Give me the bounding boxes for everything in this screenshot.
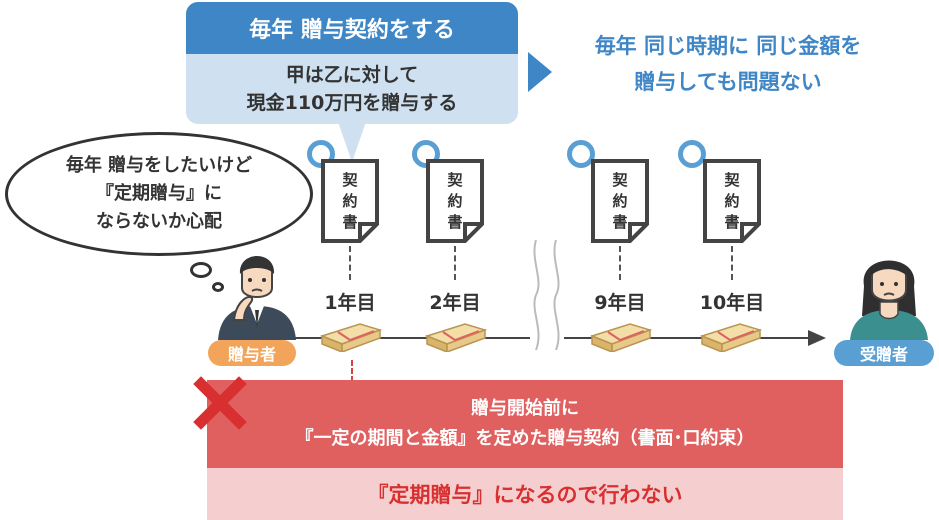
doc-char: 書: [447, 213, 463, 231]
break-lines-icon: [533, 239, 560, 351]
doc-char: 契: [612, 171, 628, 189]
warning-line1: 贈与開始前に: [471, 398, 579, 419]
year-label: 1年目: [324, 292, 376, 314]
document-label: 契 約 書: [702, 170, 762, 233]
right-arrow-icon: [528, 52, 552, 92]
thought-line1: 毎年 贈与をしたいけど: [65, 155, 253, 176]
callout-body: 甲は乙に対して 現金110万円を贈与する: [186, 54, 518, 124]
warning-box: 贈与開始前に 『一定の期間と金額』を定めた贈与契約（書面･口約束）: [207, 380, 843, 468]
thought-bubble: 毎年 贈与をしたいけど 『定期贈与』に ならないか心配: [5, 132, 313, 256]
doc-char: 契: [447, 171, 463, 189]
warning-connector: [351, 360, 353, 382]
document-label: 契 約 書: [590, 170, 650, 233]
cross-mark-icon: [193, 376, 247, 430]
thought-dot-small: [212, 282, 224, 292]
doc-char: 書: [724, 213, 740, 231]
document-icon: [426, 159, 484, 243]
doc-char: 契: [342, 171, 358, 189]
doc-char: 約: [724, 192, 740, 210]
thought-dot-large: [190, 262, 212, 278]
callout-title: 毎年 贈与契約をする: [186, 2, 518, 54]
year-label: 2年目: [429, 292, 481, 314]
money-bundle-icon: [700, 323, 762, 352]
money-bundle-icon: [590, 323, 652, 352]
money-bundle-icon: [320, 323, 382, 352]
doc-char: 約: [447, 192, 463, 210]
doc-char: 書: [612, 213, 628, 231]
document-label: 契 約 書: [425, 170, 485, 233]
right-note-line2: 贈与しても問題ない: [634, 70, 822, 94]
timeline-arrow-icon: [808, 330, 826, 346]
timeline-break: [530, 239, 564, 351]
year-label: 10年目: [699, 292, 765, 314]
giver-tag: 贈与者: [208, 340, 296, 366]
doc-char: 契: [724, 171, 740, 189]
receiver-tag: 受贈者: [834, 340, 934, 366]
right-note-line1: 毎年 同じ時期に 同じ金額を: [594, 34, 862, 58]
document-icon: [591, 159, 649, 243]
doc-char: 書: [342, 213, 358, 231]
year-connector: [731, 246, 733, 280]
right-note: 毎年 同じ時期に 同じ金額を 贈与しても問題ない: [558, 28, 898, 100]
year-connector: [619, 246, 621, 280]
document-icon: [321, 159, 379, 243]
document-label: 契 約 書: [320, 170, 380, 233]
thought-line3: ならないか心配: [96, 211, 222, 232]
money-bundle-icon: [425, 323, 487, 352]
year-label: 9年目: [594, 292, 646, 314]
pin-icon: [678, 140, 706, 168]
warning-sub: 『定期贈与』になるので行わない: [207, 468, 843, 520]
thought-line2: 『定期贈与』に: [96, 183, 222, 204]
man-thinking-icon: [218, 256, 296, 340]
callout-tail: [338, 122, 366, 162]
callout-body-line1: 甲は乙に対して: [285, 64, 419, 86]
woman-icon: [850, 260, 928, 340]
document-icon: [703, 159, 761, 243]
warning-line2: 『一定の期間と金額』を定めた贈与契約（書面･口約束）: [295, 428, 755, 449]
doc-char: 約: [342, 192, 358, 210]
year-connector: [349, 246, 351, 280]
pin-icon: [567, 140, 595, 168]
callout-body-line2: 現金110万円を贈与する: [246, 92, 458, 114]
year-connector: [454, 246, 456, 280]
doc-char: 約: [612, 192, 628, 210]
